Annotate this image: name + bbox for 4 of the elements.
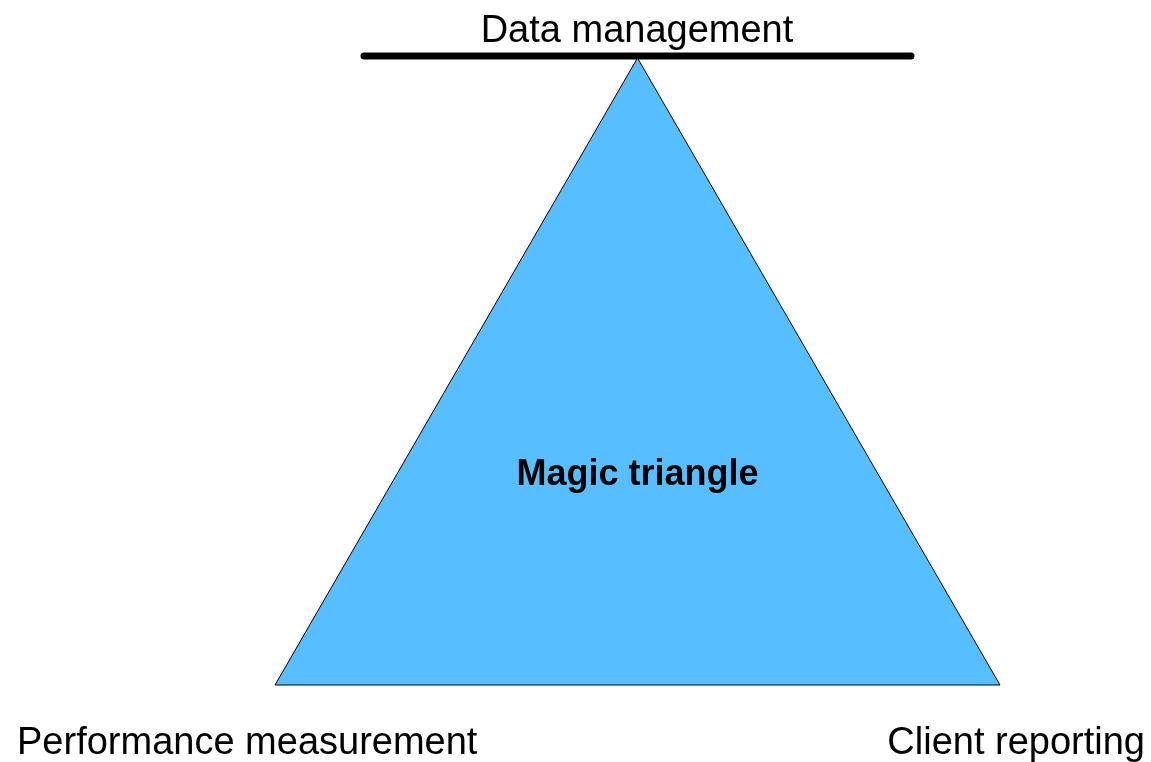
triangle-label: Magic triangle (515, 455, 760, 491)
vertex-label: Performance measurement (17, 722, 478, 760)
vertex-label: Data management (480, 10, 794, 48)
vertex-label: Client reporting (887, 722, 1145, 760)
